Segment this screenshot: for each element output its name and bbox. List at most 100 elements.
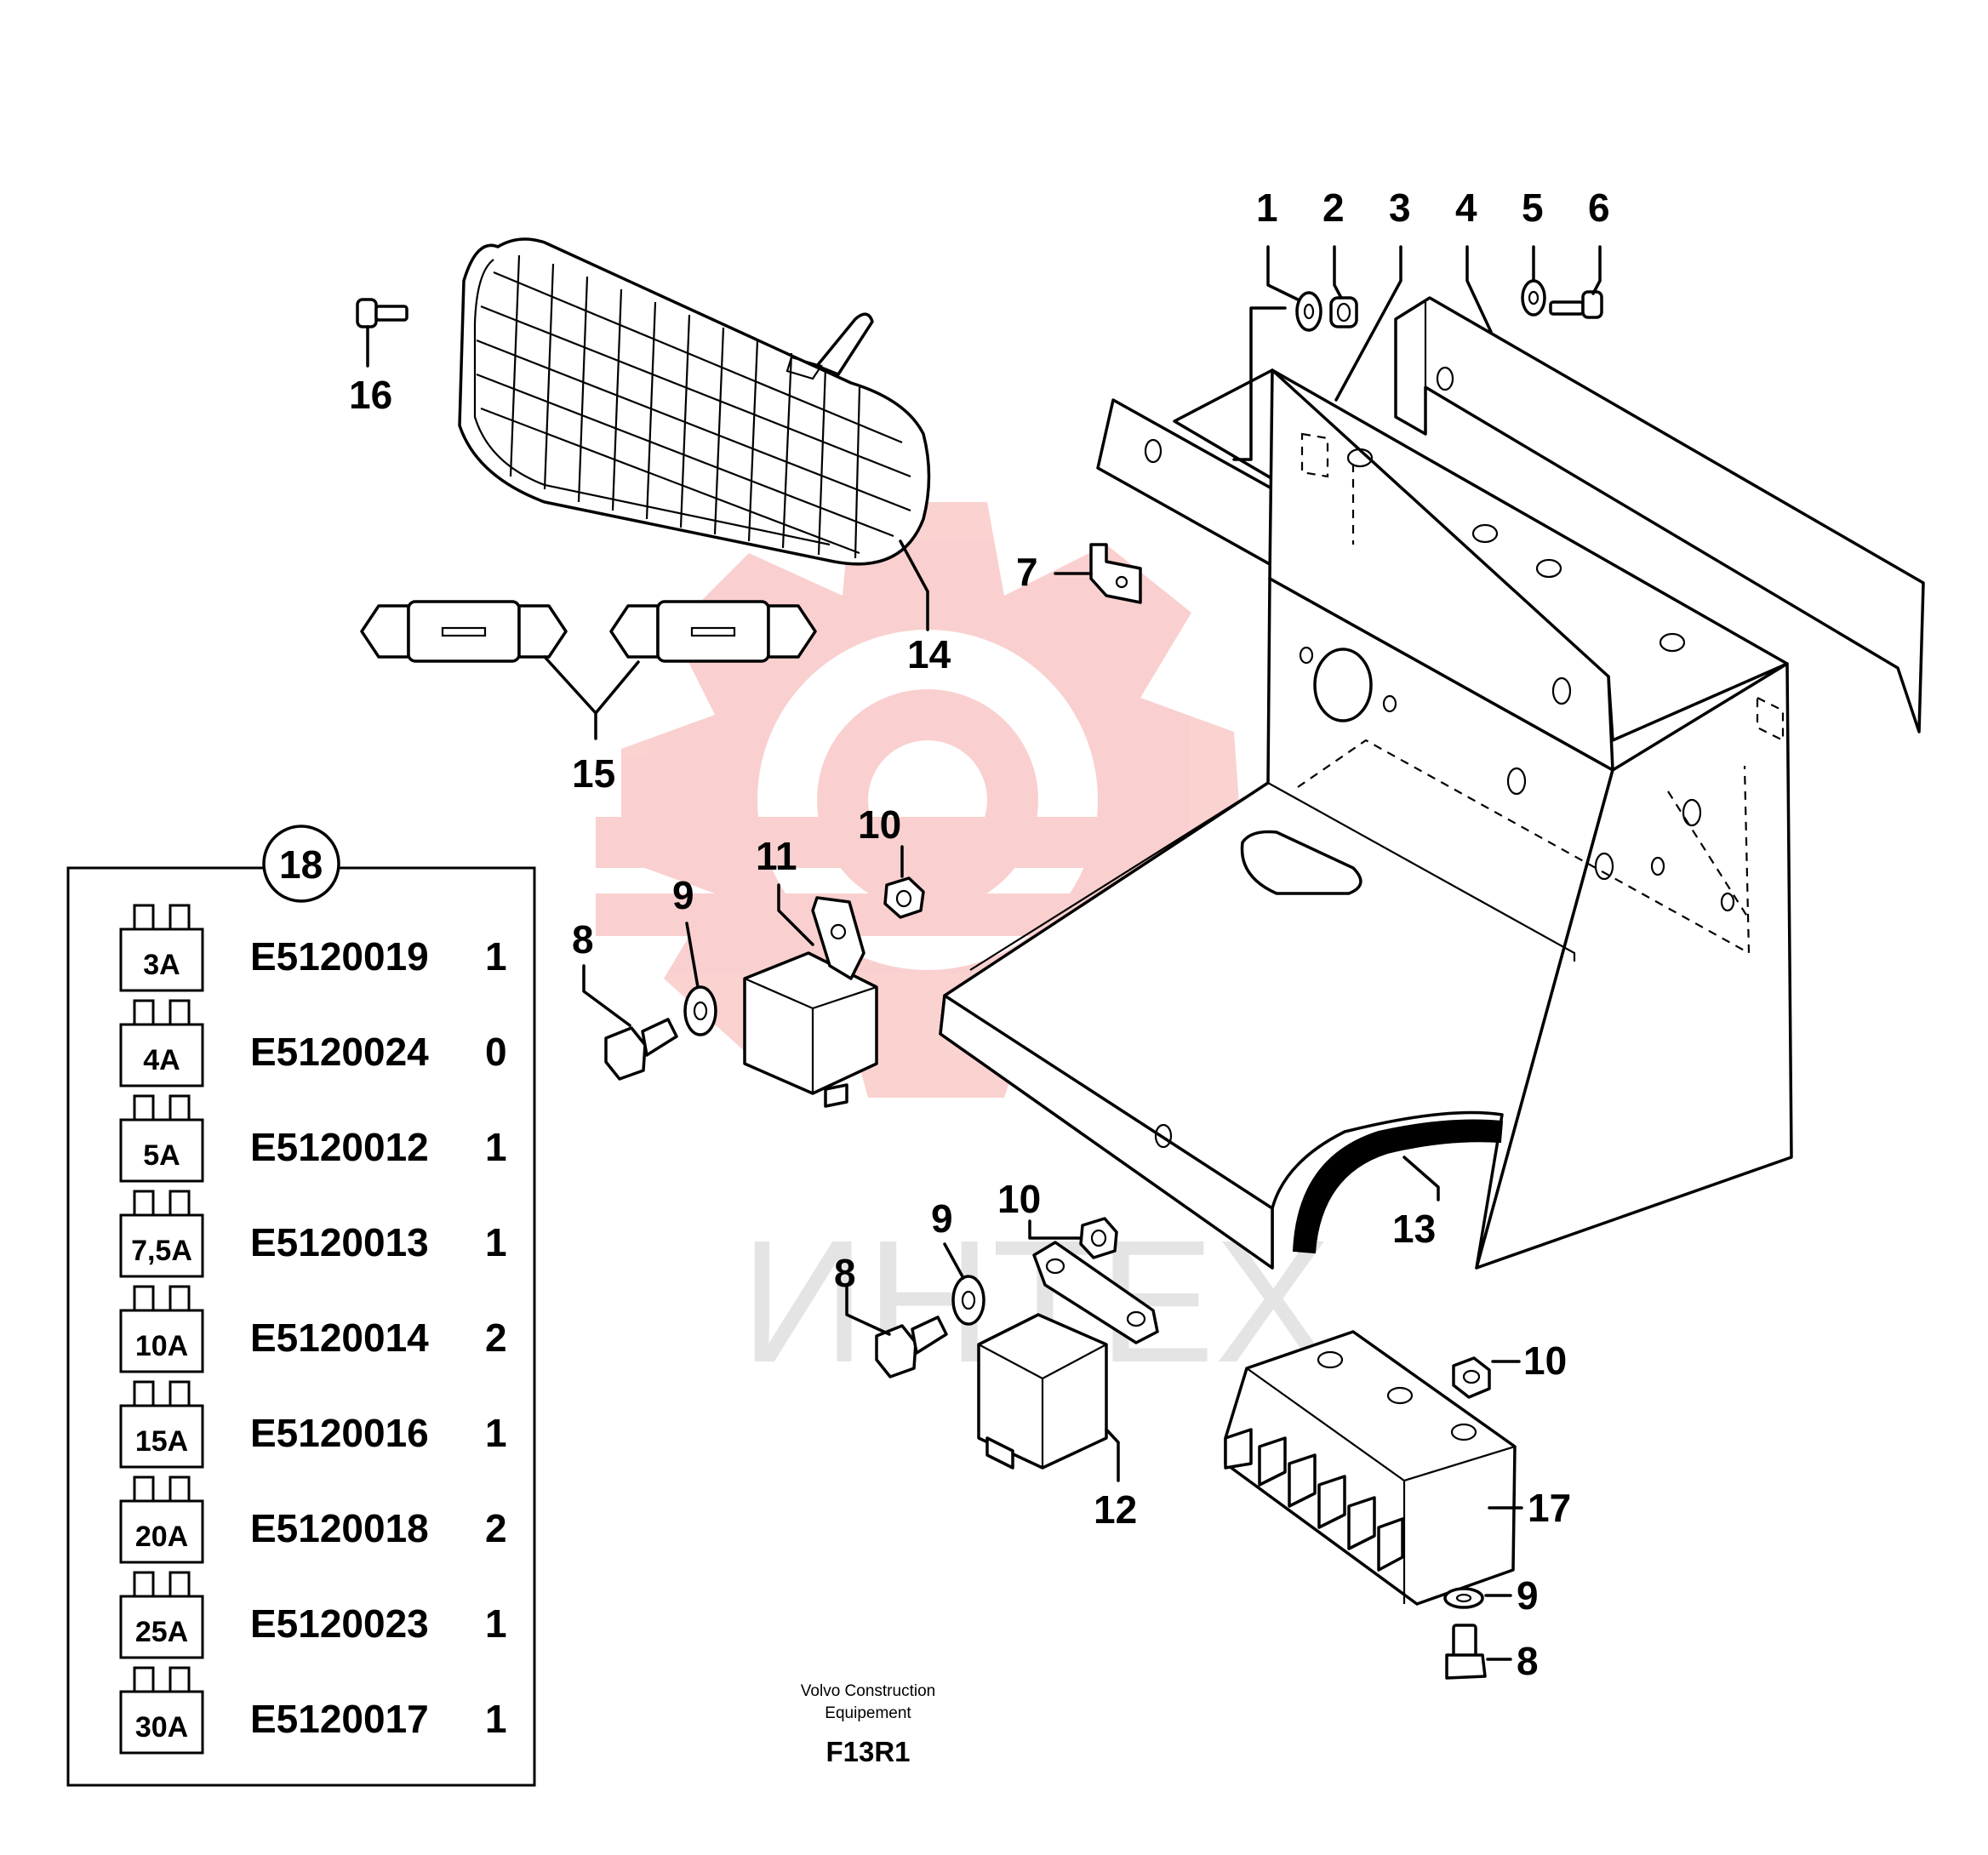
bolt-8-lower <box>1445 1624 1487 1680</box>
nut-2 <box>1329 296 1358 328</box>
callout-17: 17 <box>1528 1486 1571 1530</box>
fuse-quantity: 2 <box>485 1506 507 1550</box>
fuse-part-number: E5120012 <box>250 1125 429 1169</box>
fuse-quantity: 1 <box>485 1411 507 1455</box>
callout-10c: 10 <box>1523 1338 1567 1383</box>
callout-16: 16 <box>349 373 392 417</box>
fuse-icon <box>119 1094 204 1183</box>
fuse-part-number: E5120018 <box>250 1506 429 1550</box>
leader-8a <box>582 964 631 1027</box>
washer-9-upper <box>683 985 717 1036</box>
fuse-row: 20A E5120018 2 <box>119 1475 507 1564</box>
fuse-row: 15A E5120016 1 <box>119 1380 507 1469</box>
fuse-icon <box>119 904 204 992</box>
fuse-amp-label: 20A <box>135 1521 188 1553</box>
fuse-part-number: E5120019 <box>250 934 429 979</box>
bulb-left <box>360 600 568 663</box>
leader-12 <box>1105 1428 1120 1482</box>
leader-14 <box>899 539 929 631</box>
fuse-icon <box>119 1666 204 1755</box>
fuse-quantity: 2 <box>485 1316 507 1360</box>
screw-6 <box>1549 290 1603 319</box>
callout-15: 15 <box>572 751 615 796</box>
nut-10-lower <box>1452 1356 1491 1399</box>
callout-4: 4 <box>1455 186 1477 230</box>
fuse-amp-label: 10A <box>135 1330 188 1362</box>
edge-strip-13 <box>1292 1119 1504 1254</box>
figure-code: F13R1 <box>825 1736 910 1767</box>
fuse-row: 7,5A E5120013 1 <box>119 1190 507 1278</box>
relay-12 <box>977 1241 1159 1470</box>
nut-10-middle <box>1079 1217 1118 1259</box>
fuse-quantity: 1 <box>485 1601 507 1646</box>
callout-5: 5 <box>1522 186 1544 230</box>
fuse-icon <box>119 1285 204 1373</box>
clip-nut-7 <box>1089 543 1142 604</box>
fuse-part-number: E5120014 <box>250 1316 429 1360</box>
washer-9-middle <box>951 1275 985 1326</box>
callout-10a: 10 <box>858 802 901 847</box>
footer-brand-line2: Equipement <box>825 1704 911 1722</box>
leader-8b <box>845 1285 891 1336</box>
footer-brand-line1: Volvo Construction <box>801 1682 935 1700</box>
fuse-amp-label: 30A <box>135 1711 188 1744</box>
callout-9b: 9 <box>931 1196 953 1241</box>
fuse-icon <box>119 1571 204 1659</box>
fuse-amp-label: 7,5A <box>131 1235 192 1267</box>
bracket-main <box>939 368 1899 1270</box>
leader-11 <box>777 883 814 946</box>
fuse-quantity: 1 <box>485 1125 507 1169</box>
fuse-row: 10A E5120014 2 <box>119 1285 507 1373</box>
callout-9c: 9 <box>1517 1573 1539 1618</box>
callout-10b: 10 <box>997 1177 1041 1221</box>
fuse-quantity: 1 <box>485 934 507 979</box>
fuse-quantity: 1 <box>485 1697 507 1741</box>
bolt-8-middle <box>875 1316 948 1378</box>
callout-3: 3 <box>1389 186 1411 230</box>
bolt-8-upper <box>604 1018 678 1081</box>
leader-15 <box>543 655 640 715</box>
fuse-icon <box>119 1190 204 1278</box>
washer-1 <box>1295 291 1322 332</box>
callout-9a: 9 <box>672 873 694 917</box>
fuse-amp-label: 25A <box>135 1616 188 1648</box>
fuse-icon <box>119 999 204 1087</box>
callout-12: 12 <box>1094 1487 1137 1532</box>
fuse-part-number: E5120013 <box>250 1220 429 1264</box>
bracket-4 <box>1394 296 1925 733</box>
callout-18: 18 <box>279 842 323 887</box>
callout-11: 11 <box>756 834 797 878</box>
leaders-top <box>1232 245 1602 461</box>
fuse-amp-label: 4A <box>143 1044 180 1076</box>
fuse-part-number: E5120017 <box>250 1697 429 1741</box>
fuse-icon <box>119 1475 204 1564</box>
callout-13: 13 <box>1392 1207 1436 1251</box>
fuse-part-number: E5120024 <box>250 1030 429 1074</box>
fuse-row: 5A E5120012 1 <box>119 1094 507 1183</box>
leader-13 <box>1402 1156 1440 1201</box>
callout-7: 7 <box>1016 550 1038 594</box>
fuse-icon <box>119 1380 204 1469</box>
fuse-amp-label: 15A <box>135 1425 188 1458</box>
fuse-box-17 <box>1224 1330 1517 1606</box>
callout-8a: 8 <box>572 917 594 962</box>
fuse-part-number: E5120023 <box>250 1601 429 1646</box>
callout-18-circle <box>262 825 340 903</box>
fuse-amp-label: 3A <box>143 949 180 981</box>
fuse-quantity: 1 <box>485 1220 507 1264</box>
callout-6: 6 <box>1588 186 1610 230</box>
fuse-amp-label: 5A <box>143 1139 180 1172</box>
callout-8b: 8 <box>834 1251 856 1295</box>
fuse-part-number: E5120016 <box>250 1411 429 1455</box>
screw-16 <box>356 298 408 328</box>
callout-14: 14 <box>907 632 951 676</box>
leader-9b <box>943 1242 965 1280</box>
fuse-row: 3A E5120019 1 <box>119 904 507 992</box>
bulb-right <box>609 600 817 663</box>
nut-10-upper <box>883 876 925 919</box>
callout-1: 1 <box>1256 186 1278 230</box>
work-lamp <box>458 237 931 566</box>
